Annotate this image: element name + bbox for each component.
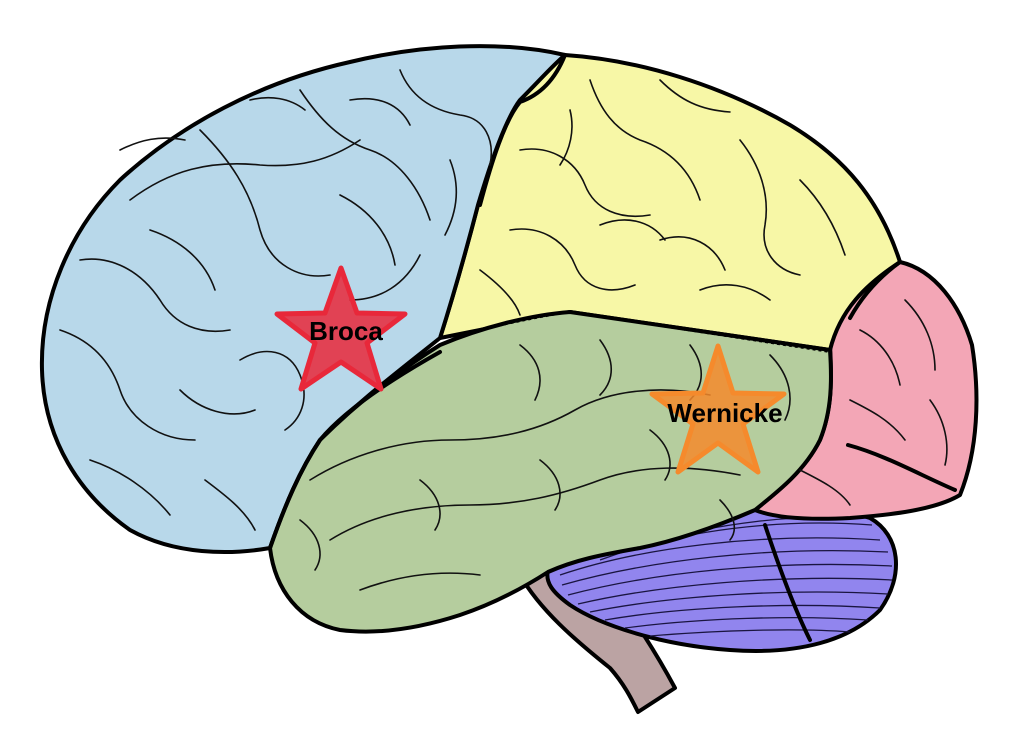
occipital-gyri [799,299,948,506]
broca-marker: Broca [274,265,408,392]
parietal-temporal-boundary [439,310,831,353]
occipital-notch [846,443,957,492]
broca-label: Broca [309,316,383,346]
parieto-occipital-sulcus [848,260,902,320]
wernicke-star-icon [649,343,787,475]
temporal-gyri [299,339,791,591]
wernicke-marker: Wernicke [649,343,787,475]
frontal-lobe [39,44,567,554]
parietal-gyri [479,79,846,316]
central-sulcus [478,53,567,207]
lateral-sulcus [268,350,442,550]
frontal-gyri [59,69,492,531]
broca-star-icon [274,265,408,392]
wernicke-label: Wernicke [667,398,782,428]
